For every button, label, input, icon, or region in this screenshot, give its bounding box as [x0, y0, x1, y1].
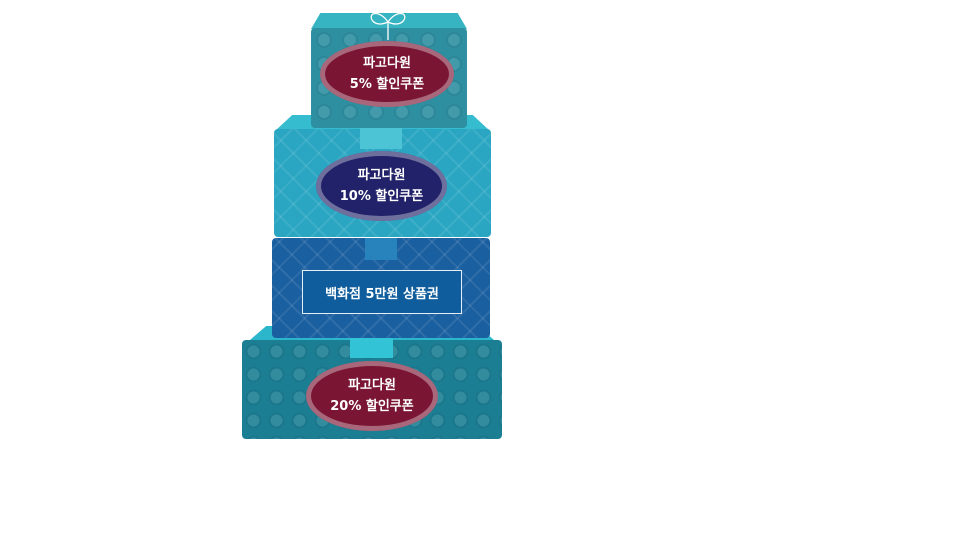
- coupon-20-line1: 파고다원: [348, 378, 396, 393]
- coupon-5-line2: 5% 할인쿠폰: [349, 77, 425, 92]
- coupon-5-badge[interactable]: 파고다원 5% 할인쿠폰: [320, 41, 454, 107]
- gift-card-text: 백화점 5만원 상품권: [325, 286, 439, 302]
- gift-box-2-ribbon: [360, 127, 402, 149]
- coupon-20-badge[interactable]: 파고다원 20% 할인쿠폰: [306, 361, 438, 431]
- coupon-10-line1: 파고다원: [357, 168, 406, 183]
- coupon-20-line2: 20% 할인쿠폰: [330, 399, 414, 414]
- coupon-10-badge[interactable]: 파고다원 10% 할인쿠폰: [316, 151, 447, 221]
- bow-icon: [370, 12, 406, 40]
- gift-box-4-ribbon: [350, 338, 393, 358]
- gift-card-label[interactable]: 백화점 5만원 상품권: [302, 270, 462, 314]
- coupon-10-line2: 10% 할인쿠폰: [339, 189, 424, 204]
- gift-box-3-ribbon: [365, 238, 397, 260]
- coupon-5-line1: 파고다원: [363, 56, 411, 71]
